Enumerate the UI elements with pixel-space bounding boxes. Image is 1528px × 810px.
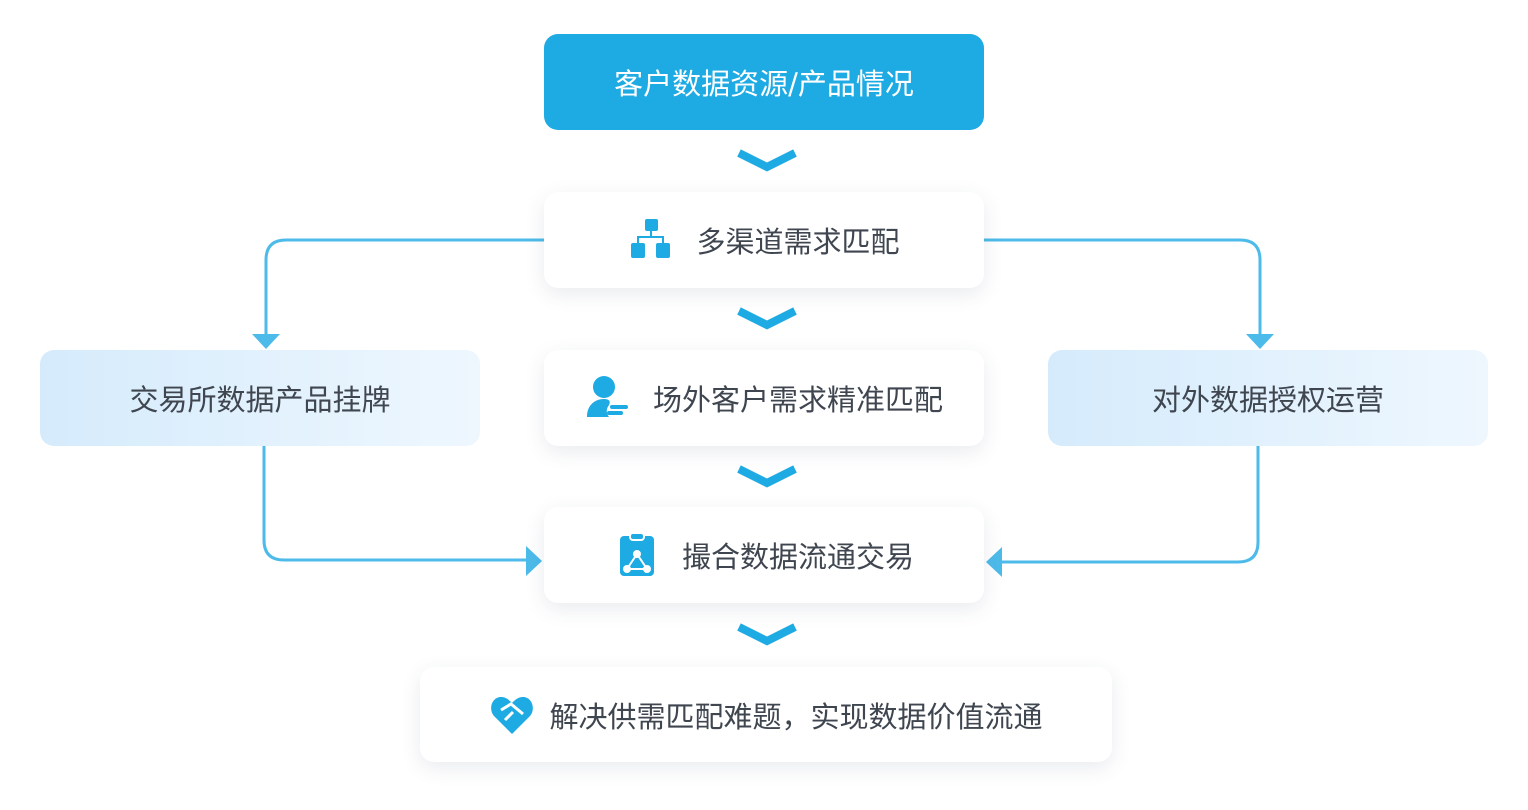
chevron-down-icon [737,623,797,646]
offsite-customer-match-box: 场外客户需求精准匹配 [544,350,984,446]
result-box: 解决供需匹配难题，实现数据价值流通 [420,667,1112,762]
chevron-down-icon [737,307,797,330]
exchange-listing-label: 交易所数据产品挂牌 [129,383,391,417]
result-label: 解决供需匹配难题，实现数据价值流通 [549,699,1043,734]
step-label: 撮合数据流通交易 [681,540,914,574]
handshake-heart-icon [491,696,534,734]
org-chart-icon [631,219,671,258]
customer-data-box: 客户数据资源/产品情况 [544,34,984,130]
chevron-down-icon [737,149,797,172]
step-label: 场外客户需求精准匹配 [652,383,943,417]
external-authorization-label: 对外数据授权运营 [1151,383,1384,417]
user-list-icon [586,376,628,417]
customer-data-label: 客户数据资源/产品情况 [614,67,914,101]
chevron-down-icon [737,465,797,488]
exchange-listing-box: 交易所数据产品挂牌 [40,350,480,446]
external-authorization-box: 对外数据授权运营 [1048,350,1488,446]
clipboard-network-icon [619,532,654,576]
multi-channel-match-box: 多渠道需求匹配 [544,192,984,288]
step-label: 多渠道需求匹配 [696,225,900,259]
trade-matching-box: 撮合数据流通交易 [544,507,984,603]
